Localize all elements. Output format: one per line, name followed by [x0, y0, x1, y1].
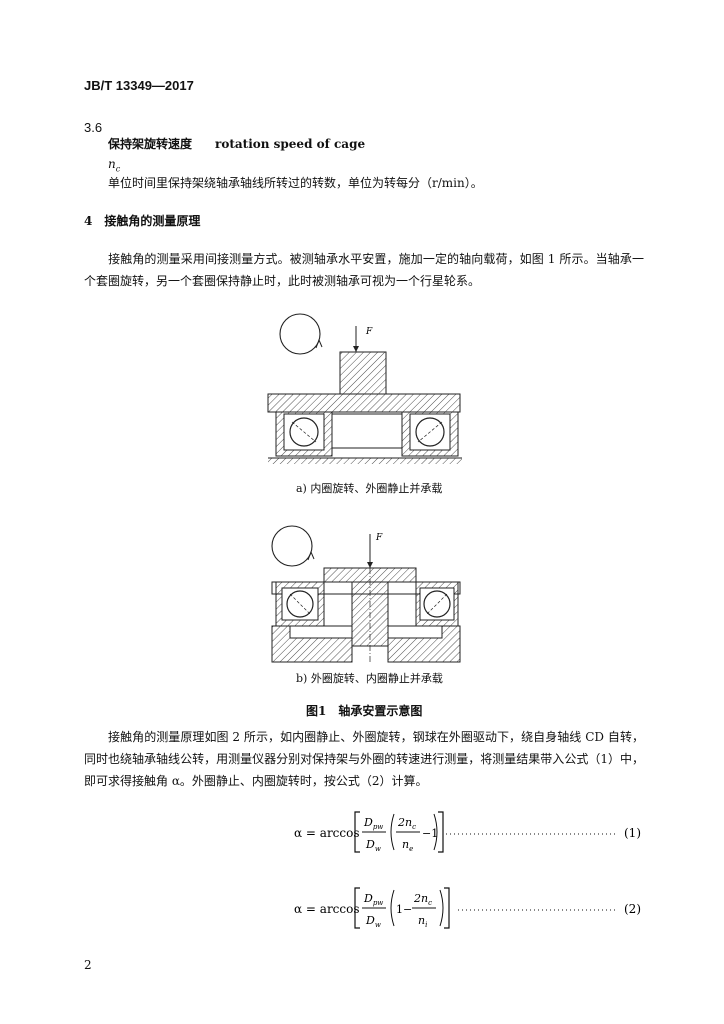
symbol-subscript: c [115, 164, 121, 174]
rotation-arrow-icon [279, 313, 321, 355]
svg-text:ne: ne [402, 838, 413, 853]
svg-text:Dw: Dw [365, 914, 381, 929]
ratio-numerator: D [363, 892, 373, 905]
page-number: 2 [84, 958, 92, 972]
svg-text:2nc: 2nc [397, 816, 416, 831]
speed-denominator-sub: e [409, 845, 413, 853]
svg-text:Dw: Dw [365, 838, 381, 853]
svg-text:Dpw: Dpw [363, 816, 383, 831]
section-heading: 4 接触角的测量原理 [84, 214, 201, 228]
document-id-header: JB/T 13349—2017 [84, 78, 194, 93]
force-label: F [375, 533, 383, 543]
term-chinese: 保持架旋转速度 [108, 137, 193, 151]
force-label: F [365, 327, 373, 337]
ratio-denominator-sub: w [375, 845, 381, 853]
figure-b-caption: b) 外圈旋转、内圈静止并承载 [296, 672, 443, 685]
speed-numerator-sub: c [412, 823, 416, 831]
ratio-numerator-sub: pw [373, 899, 383, 907]
speed-numerator: 2n [413, 892, 428, 905]
formula-lhs: α = arccos [294, 826, 360, 840]
figure-a-diagram: F [267, 313, 462, 464]
ratio-numerator: D [363, 816, 373, 829]
formula-tail: −1 [422, 827, 438, 840]
term-symbol: nc [108, 153, 120, 180]
rotation-arrow-icon [271, 525, 313, 567]
formula-1: α = arccos Dpw Dw 2nc ne −1 (1) [294, 811, 641, 853]
speed-denominator: n [418, 914, 425, 927]
term-definition: 单位时间里保持架绕轴承轴线所转过的转数，单位为转每分（r/min）。 [108, 176, 483, 190]
paragraph-principle-text: 接触角的测量原理如图 2 所示，如内圈静止、外圈旋转，钢球在外圈驱动下，绕自身轴… [84, 730, 644, 788]
formula-head: 1− [396, 903, 412, 916]
formula-2: α = arccos Dpw Dw 1− 2nc ni (2) [294, 887, 641, 929]
symbol-base: n [108, 157, 116, 171]
formula-number: (2) [624, 902, 641, 916]
term-english: rotation speed of cage [215, 137, 366, 151]
figure-b-diagram: F [271, 525, 461, 664]
ratio-denominator: D [365, 914, 375, 927]
ratio-denominator-sub: w [375, 921, 381, 929]
ratio-denominator: D [365, 838, 375, 851]
formula-number: (1) [624, 826, 641, 840]
figure-title: 图1 轴承安置示意图 [306, 704, 423, 718]
paragraph-intro-text: 接触角的测量采用间接测量方式。被测轴承水平安置，施加一定的轴向载荷，如图 1 所… [84, 252, 644, 288]
paragraph-intro: 接触角的测量采用间接测量方式。被测轴承水平安置，施加一定的轴向载荷，如图 1 所… [84, 248, 644, 292]
speed-numerator: 2n [397, 816, 412, 829]
svg-text:Dpw: Dpw [363, 892, 383, 907]
figure-a-caption: a) 内圈旋转、外圈静止并承载 [296, 482, 443, 495]
clause-number: 3.6 [84, 120, 103, 135]
speed-denominator: n [402, 838, 409, 851]
speed-denominator-sub: i [425, 921, 427, 929]
formula-lhs: α = arccos [294, 902, 360, 916]
ratio-numerator-sub: pw [373, 823, 383, 831]
paragraph-principle: 接触角的测量原理如图 2 所示，如内圈静止、外圈旋转，钢球在外圈驱动下，绕自身轴… [84, 726, 644, 792]
svg-text:2nc: 2nc [413, 892, 432, 907]
svg-text:ni: ni [418, 914, 427, 929]
speed-numerator-sub: c [428, 899, 432, 907]
